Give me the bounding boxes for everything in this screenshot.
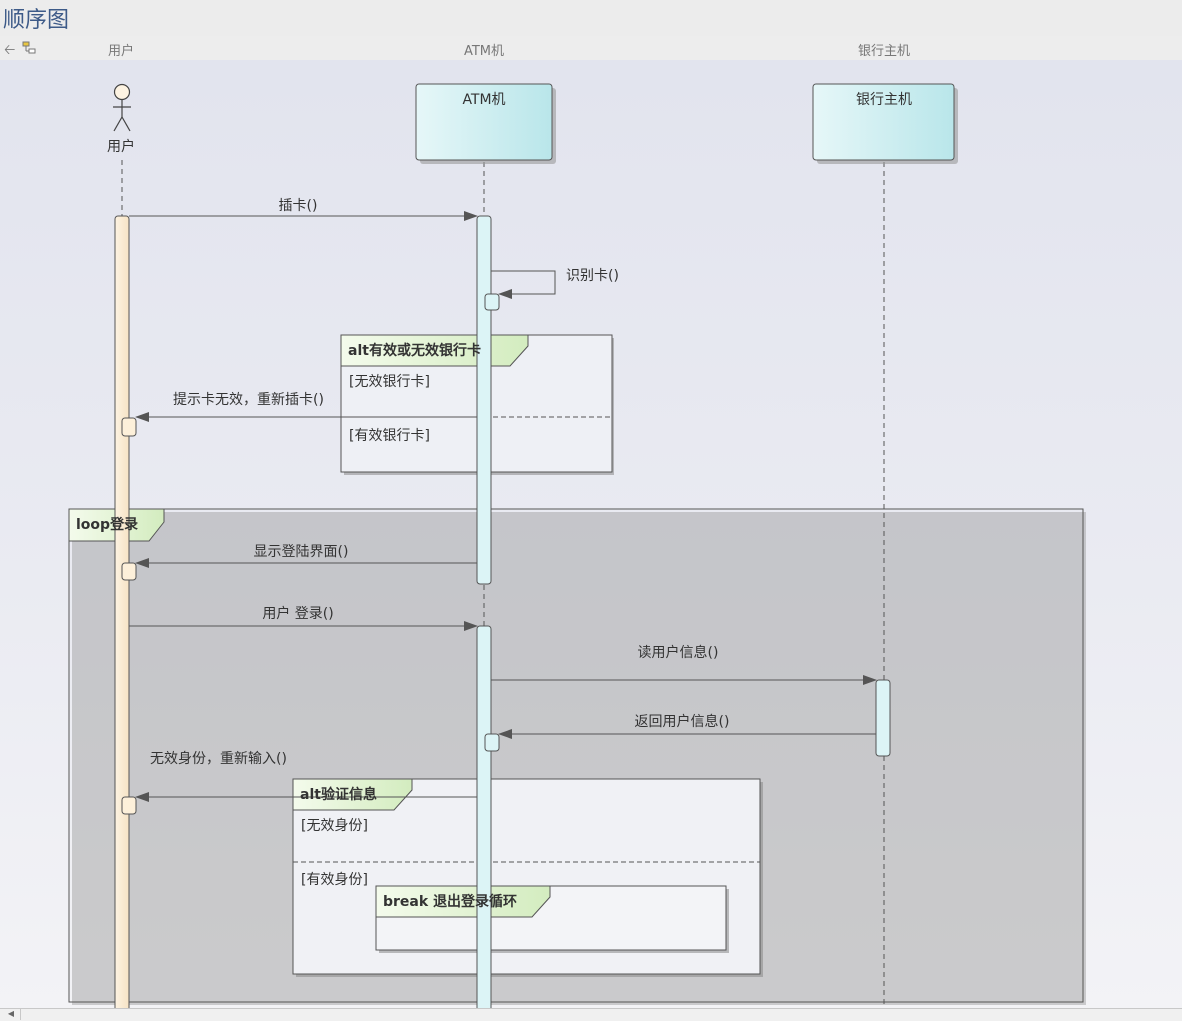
diagram-structure-icon[interactable] bbox=[22, 39, 36, 55]
alt-verify-title: alt验证信息 bbox=[300, 784, 377, 804]
alt-verify-name: 验证信息 bbox=[320, 787, 377, 803]
exec-atm-return bbox=[484, 733, 500, 752]
activation-atm-1 bbox=[476, 215, 492, 585]
header-lifeline-bank: 银行主机 bbox=[857, 44, 911, 59]
object-bank-label: 银行主机 bbox=[856, 92, 912, 108]
msg-show-login-label: 显示登陆界面() bbox=[253, 544, 349, 560]
alt-card-title: alt有效或无效银行卡 bbox=[348, 340, 481, 360]
break-exit-title: break 退出登录循环 bbox=[383, 891, 517, 911]
alt-card-name: 有效或无效银行卡 bbox=[368, 343, 481, 359]
msg-return-user-info-label: 返回用户信息() bbox=[634, 714, 730, 730]
activation-user bbox=[114, 215, 130, 1010]
exec-user-login-screen bbox=[121, 562, 137, 581]
exec-user-invalid-card bbox=[121, 417, 137, 437]
break-exit-operator: break bbox=[383, 894, 429, 910]
alt-verify-guard-invalid: [无效身份] bbox=[301, 818, 368, 834]
exec-atm-identify bbox=[484, 293, 500, 311]
alt-verify-guard-valid: [有效身份] bbox=[301, 872, 368, 888]
back-arrow-icon[interactable]: 🡠 bbox=[4, 42, 16, 58]
activation-bank bbox=[875, 679, 891, 757]
msg-invalid-identity-label: 无效身份，重新输入() bbox=[150, 751, 287, 767]
break-exit-frame bbox=[375, 885, 729, 953]
alt-verify-tag bbox=[292, 778, 413, 811]
scroll-left-icon[interactable]: ◀ bbox=[2, 1008, 21, 1020]
object-atm[interactable] bbox=[415, 83, 556, 164]
header-lifeline-user: 用户 bbox=[107, 44, 135, 59]
exec-user-invalid-id bbox=[121, 796, 137, 815]
alt-verify-operator: alt bbox=[300, 787, 321, 803]
msg-invalid-card-label: 提示卡无效，重新插卡() bbox=[173, 392, 324, 408]
msg-identify-card-label: 识别卡() bbox=[566, 268, 619, 284]
horizontal-scrollbar[interactable]: ◀ bbox=[0, 1008, 1182, 1021]
actor-user-label: 用户 bbox=[107, 139, 135, 155]
alt-card-operator: alt bbox=[348, 343, 369, 359]
diagram-title-bar: 顺序图 bbox=[0, 0, 1182, 36]
loop-login-name: 登录 bbox=[110, 517, 139, 533]
object-atm-label: ATM机 bbox=[462, 92, 506, 108]
msg-identify-card[interactable] bbox=[491, 270, 556, 299]
diagram-title: 顺序图 bbox=[3, 8, 70, 33]
activation-atm-2 bbox=[476, 625, 492, 1010]
lifeline-header-row: 🡠 用户 ATM机 银行主机 bbox=[0, 36, 1182, 60]
object-bank[interactable] bbox=[812, 83, 958, 164]
alt-card-guard-valid: [有效银行卡] bbox=[349, 428, 430, 444]
break-exit-name: 退出登录循环 bbox=[433, 894, 518, 910]
loop-login-title: loop登录 bbox=[76, 514, 138, 534]
msg-insert-card-label: 插卡() bbox=[278, 198, 318, 214]
actor-user[interactable] bbox=[113, 83, 131, 132]
loop-login-operator: loop bbox=[76, 517, 111, 533]
msg-user-login-label: 用户 登录() bbox=[262, 606, 334, 622]
break-exit-tag bbox=[375, 885, 551, 918]
alt-card-guard-invalid: [无效银行卡] bbox=[349, 374, 430, 390]
header-lifeline-atm: ATM机 bbox=[463, 44, 505, 59]
msg-read-user-info-label: 读用户信息() bbox=[637, 645, 719, 661]
